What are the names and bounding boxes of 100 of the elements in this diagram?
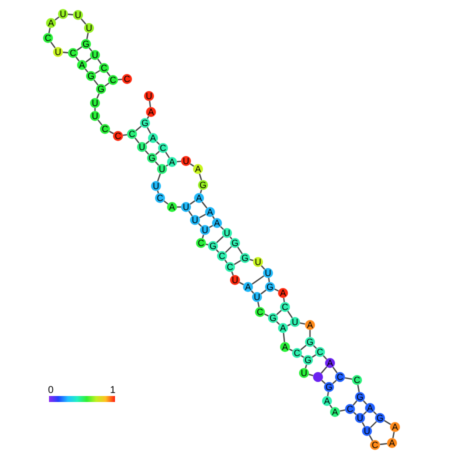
nucleotide-circle: G	[324, 382, 334, 392]
nucleotide-circle: A	[146, 107, 156, 117]
nucleotide-circle: G	[86, 71, 96, 81]
nucleotide-circle: C	[155, 193, 165, 203]
connector-line	[50, 42, 56, 48]
nucleotide-circle: U	[73, 10, 83, 20]
nucleotide-circle	[313, 372, 323, 382]
nucleotide-circle: U	[157, 164, 167, 174]
nucleotide-circle: A	[330, 407, 340, 417]
connector-line	[199, 214, 206, 218]
connector-line	[392, 432, 395, 438]
connector-line	[357, 384, 360, 392]
connector-line	[146, 127, 152, 134]
nucleotide-circle: A	[46, 18, 56, 28]
nucleotide-circle: G	[303, 355, 313, 365]
connector-line	[145, 140, 150, 144]
nucleotide-circle: G	[96, 84, 106, 94]
connector-line	[134, 138, 140, 144]
nucleotide-circle: C	[113, 131, 123, 141]
connector-line	[340, 409, 346, 412]
connector-line	[234, 260, 242, 265]
nucleotide-circle: A	[278, 288, 288, 298]
connector-line	[283, 298, 285, 302]
nucleotide-circle: U	[263, 268, 273, 278]
connector-line	[322, 355, 328, 360]
nucleotide-circle: C	[100, 124, 110, 134]
connector-line	[216, 236, 224, 244]
connector-line	[157, 174, 161, 182]
nucleotide-circle: A	[390, 422, 400, 432]
nucleotide-circle: C	[315, 347, 325, 357]
connector-line	[250, 258, 254, 262]
nucleotide-circle: G	[375, 413, 385, 423]
connector-line	[237, 246, 243, 254]
nucleotide-circle: G	[81, 39, 91, 49]
connector-line	[332, 380, 337, 384]
connector-line	[368, 435, 374, 441]
nucleotide-circle: A	[148, 133, 158, 143]
connector-line	[384, 420, 392, 425]
nucleotide-circle: U	[90, 98, 100, 108]
nucleotide-circle: A	[365, 403, 375, 413]
nucleotide-circle: U	[299, 368, 309, 378]
connector-line	[166, 164, 168, 167]
nucleotide-circle: C	[255, 307, 265, 317]
connector-line	[300, 344, 307, 350]
connector-line	[148, 100, 152, 108]
connector-line	[276, 310, 282, 316]
connector-line	[344, 377, 352, 380]
nucleotide-circle: A	[212, 218, 222, 228]
nucleotide-circle: G	[230, 238, 240, 248]
nucleotide-circle: C	[292, 348, 302, 358]
nucleotide-circle: U	[90, 111, 100, 121]
nucleotide-circle: U	[84, 23, 94, 33]
nucleotide-circle: U	[253, 257, 263, 267]
nucleotide-circle: G	[208, 241, 218, 251]
connector-line	[188, 210, 193, 216]
nucleotide-circle: C	[217, 251, 227, 261]
nucleotide-circle: U	[200, 225, 210, 235]
nucleotide-circle: U	[151, 181, 161, 191]
connector-line	[190, 163, 194, 167]
connector-line	[287, 310, 293, 318]
connector-line	[260, 265, 266, 270]
nucleotide-circle: U	[181, 156, 191, 166]
nucleotide-circle: G	[305, 337, 315, 347]
nucleotide-circle: G	[140, 118, 150, 128]
connector-line	[104, 82, 110, 87]
nucleotide-circle: A	[193, 164, 203, 174]
nucleotide-circle: A	[387, 438, 397, 448]
nucleotide-circle: U	[137, 142, 147, 152]
connector-line	[257, 302, 260, 308]
connector-line	[144, 150, 150, 155]
connector-line	[155, 150, 160, 156]
nucleotide-circle: U	[90, 50, 100, 60]
nucleotide-circle: U	[58, 9, 68, 19]
nucleotide-circle: U	[181, 202, 191, 212]
nucleotide-circle: A	[194, 193, 204, 203]
connector-line	[252, 275, 264, 285]
connector-line	[268, 278, 270, 282]
connector-line	[260, 290, 266, 294]
nucleotide-circle: U	[53, 47, 63, 57]
connector-line	[362, 422, 366, 427]
connector-line	[84, 68, 88, 73]
nucleotide-circle: C	[225, 262, 235, 272]
nucleotide-circle: C	[68, 48, 78, 58]
nucleotide-circle: C	[370, 440, 380, 450]
nucleotide-circle: A	[305, 320, 315, 330]
nucleotide-circle: A	[167, 202, 177, 212]
nucleotide-circle: C	[158, 143, 168, 153]
connector-line	[122, 134, 128, 136]
connector-line	[54, 16, 60, 21]
connector-line	[48, 28, 51, 34]
nucleotide-circle: G	[198, 180, 208, 190]
nucleotide-circle: A	[243, 282, 253, 292]
nucleotide-circle: U	[230, 275, 240, 285]
nucleotide-circle: A	[167, 157, 177, 167]
nucleotide-circle: A	[77, 60, 87, 70]
connector-line	[80, 18, 86, 25]
nucleotide-circle: C	[99, 63, 109, 73]
nucleotide-circle: C	[335, 372, 345, 382]
connector-line	[332, 366, 338, 374]
nucleotide-circle: A	[325, 358, 335, 368]
